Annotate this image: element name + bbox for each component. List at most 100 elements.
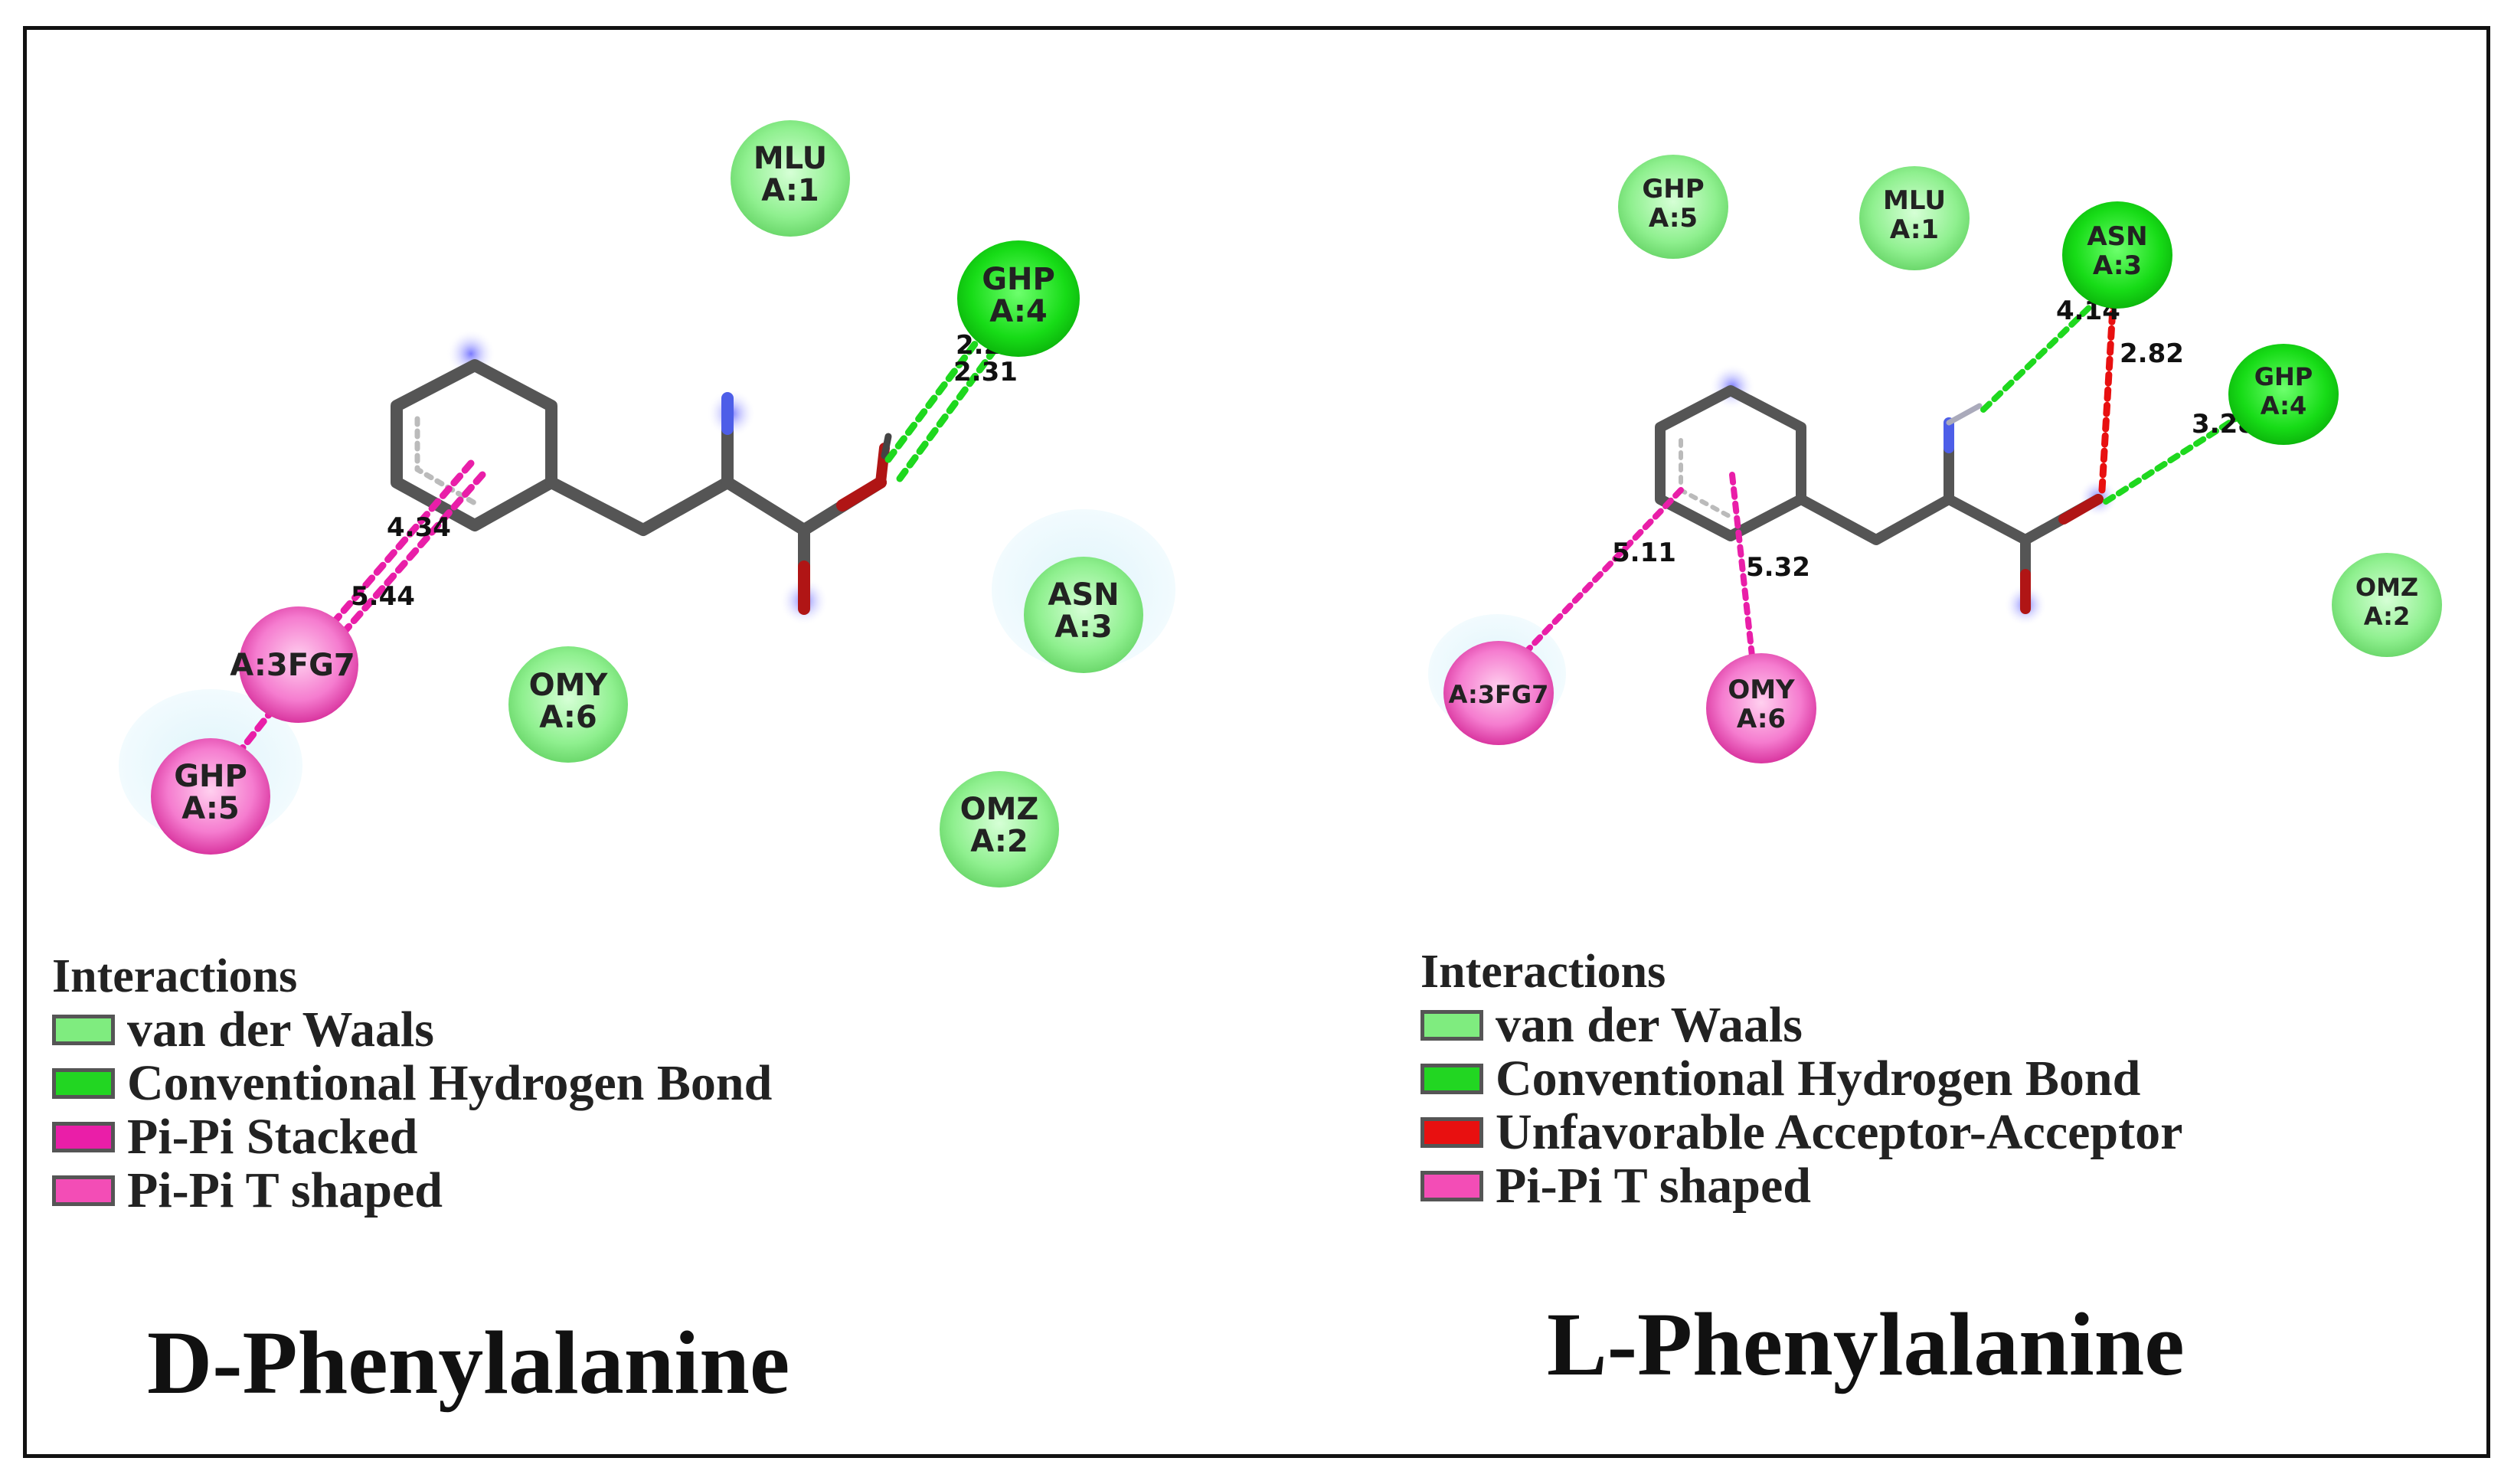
legend-label: van der Waals [127, 1002, 434, 1057]
legend-item: Pi-Pi T shaped [52, 1164, 772, 1218]
legend-item: van der Waals [1420, 999, 2182, 1052]
pi-distance-1: 5.11 [1612, 538, 1676, 568]
legend-item: Pi-Pi T shaped [1420, 1159, 2182, 1213]
legend-swatch [52, 1175, 115, 1206]
svg-text:A:4: A:4 [989, 294, 1048, 329]
svg-text:OMZ: OMZ [960, 792, 1039, 827]
residue-mlu-a1: MLU A:1 [731, 120, 850, 237]
amine-h [1946, 403, 1983, 426]
legend-label: Pi-Pi Stacked [127, 1109, 418, 1165]
residue-ghp-a5: GHP A:5 [151, 738, 270, 855]
svg-text:A:3: A:3 [2093, 250, 2142, 281]
hydroxyl-o [836, 476, 887, 512]
legend-label: Pi-Pi T shaped [127, 1162, 443, 1218]
legend-label: Pi-Pi T shaped [1496, 1158, 1812, 1214]
aromatic-inner [1679, 438, 1733, 519]
benzene-ring [1655, 385, 1806, 541]
figure-frame [23, 26, 2490, 1458]
side-chain [1796, 494, 2104, 545]
residue-omy-a6: OMY A:6 [1706, 653, 1816, 763]
legend-heading: Interactions [1420, 946, 1666, 998]
svg-text:A:6: A:6 [1737, 704, 1786, 734]
svg-text:GHP: GHP [982, 262, 1055, 297]
d-phe-ligand [391, 359, 892, 615]
svg-text:OMY: OMY [1728, 675, 1795, 705]
hbond-distance-2: 2.31 [953, 357, 1018, 387]
d-phenylalanine-diagram: 2.24 2.31 4.34 5.44 MLU A:1 GHP A:4 ASN … [119, 120, 1175, 887]
legend-swatch [52, 1122, 115, 1152]
l-phenylalanine-diagram: 4.14 2.82 3.28 5.11 5.32 GHP A:5 MLU A:1… [1428, 155, 2442, 763]
legend-label: Conventional Hydrogen Bond [127, 1055, 773, 1111]
residue-omy-a6: OMY A:6 [508, 646, 628, 763]
svg-text:ASN: ASN [1048, 577, 1119, 613]
legend-label: van der Waals [1496, 997, 1803, 1053]
residue-a3fg7: A:3FG7 [1443, 641, 1554, 745]
svg-text:A:3FG7: A:3FG7 [230, 648, 355, 683]
l-phe-interactions [1509, 291, 2247, 673]
aromatic-inner [414, 416, 478, 506]
legend-swatch [52, 1068, 115, 1099]
hbond-line-1 [884, 333, 984, 463]
legend-item: van der Waals [52, 1003, 772, 1057]
svg-text:OMZ: OMZ [2355, 573, 2418, 602]
svg-text:A:6: A:6 [539, 700, 597, 735]
pi-stacked-line-1 [299, 459, 475, 662]
d-phe-legend: Interactions van der Waals Conventional … [52, 950, 772, 1218]
acceptor-acceptor-line [2098, 291, 2117, 494]
svg-text:OMY: OMY [529, 668, 609, 703]
svg-text:GHP: GHP [1642, 174, 1704, 204]
svg-text:GHP: GHP [174, 759, 247, 794]
svg-text:GHP: GHP [2254, 362, 2313, 391]
svg-text:A:1: A:1 [1890, 214, 1939, 245]
legend-swatch [1420, 1117, 1483, 1148]
svg-text:A:3FG7: A:3FG7 [1449, 680, 1549, 709]
residue-a3fg7: A:3FG7 [230, 606, 358, 723]
residue-ghp-a4: GHP A:4 [2228, 344, 2339, 445]
pi-distance-2: 5.32 [1746, 552, 1810, 583]
legend-swatch [52, 1015, 115, 1045]
svg-text:A:5: A:5 [1649, 203, 1698, 234]
residue-asn-a3: ASN A:3 [2062, 201, 2172, 309]
svg-text:A:1: A:1 [761, 173, 819, 208]
svg-text:A:2: A:2 [2364, 602, 2410, 631]
svg-text:A:2: A:2 [970, 824, 1028, 859]
hbond-ghp-line [2103, 410, 2247, 505]
legend-label: Unfavorable Acceptor-Acceptor [1496, 1104, 2183, 1160]
legend-item: Conventional Hydrogen Bond [52, 1057, 772, 1110]
svg-text:MLU: MLU [754, 141, 827, 176]
side-chain [545, 476, 887, 536]
hbond-asn-line [1980, 303, 2094, 413]
l-phe-ligand [1655, 385, 2104, 614]
svg-text:A:4: A:4 [2261, 391, 2306, 420]
residue-omz-a2: OMZ A:2 [940, 771, 1059, 887]
pi-distance-1: 4.34 [387, 512, 451, 543]
legend-item: Conventional Hydrogen Bond [1420, 1052, 2182, 1106]
legend-heading: Interactions [52, 950, 298, 1002]
residue-ghp-a4: GHP A:4 [957, 240, 1080, 357]
d-phe-title: D-Phenylalanine [147, 1312, 790, 1413]
benzene-ring [391, 359, 557, 531]
pi-tshaped-line-2 [1729, 472, 1757, 673]
l-phe-legend: Interactions van der Waals Conventional … [1420, 945, 2182, 1213]
residue-omz-a2: OMZ A:2 [2332, 553, 2442, 657]
residue-asn-a3: ASN A:3 [1024, 557, 1143, 673]
l-phe-title: L-Phenylalanine [1547, 1294, 2185, 1394]
svg-text:A:3: A:3 [1054, 610, 1113, 645]
pi-tshaped-line-1 [1509, 487, 1684, 669]
legend-swatch [1420, 1064, 1483, 1094]
legend-label: Conventional Hydrogen Bond [1496, 1051, 2141, 1106]
hbond-line-2 [896, 345, 999, 482]
legend-swatch [1420, 1010, 1483, 1041]
hydroxyl-o [2058, 494, 2104, 525]
legend-item: Unfavorable Acceptor-Acceptor [1420, 1106, 2182, 1159]
svg-text:MLU: MLU [1883, 185, 1946, 216]
svg-text:ASN: ASN [2087, 221, 2147, 252]
residue-mlu-a1: MLU A:1 [1859, 166, 1970, 270]
acceptor-acceptor-distance: 2.82 [2120, 338, 2184, 369]
legend-swatch [1420, 1171, 1483, 1201]
pi-distance-2: 5.44 [351, 581, 415, 612]
hydroxyl-h [881, 433, 892, 459]
svg-text:A:5: A:5 [181, 791, 240, 826]
residue-ghp-a5: GHP A:5 [1618, 155, 1728, 259]
